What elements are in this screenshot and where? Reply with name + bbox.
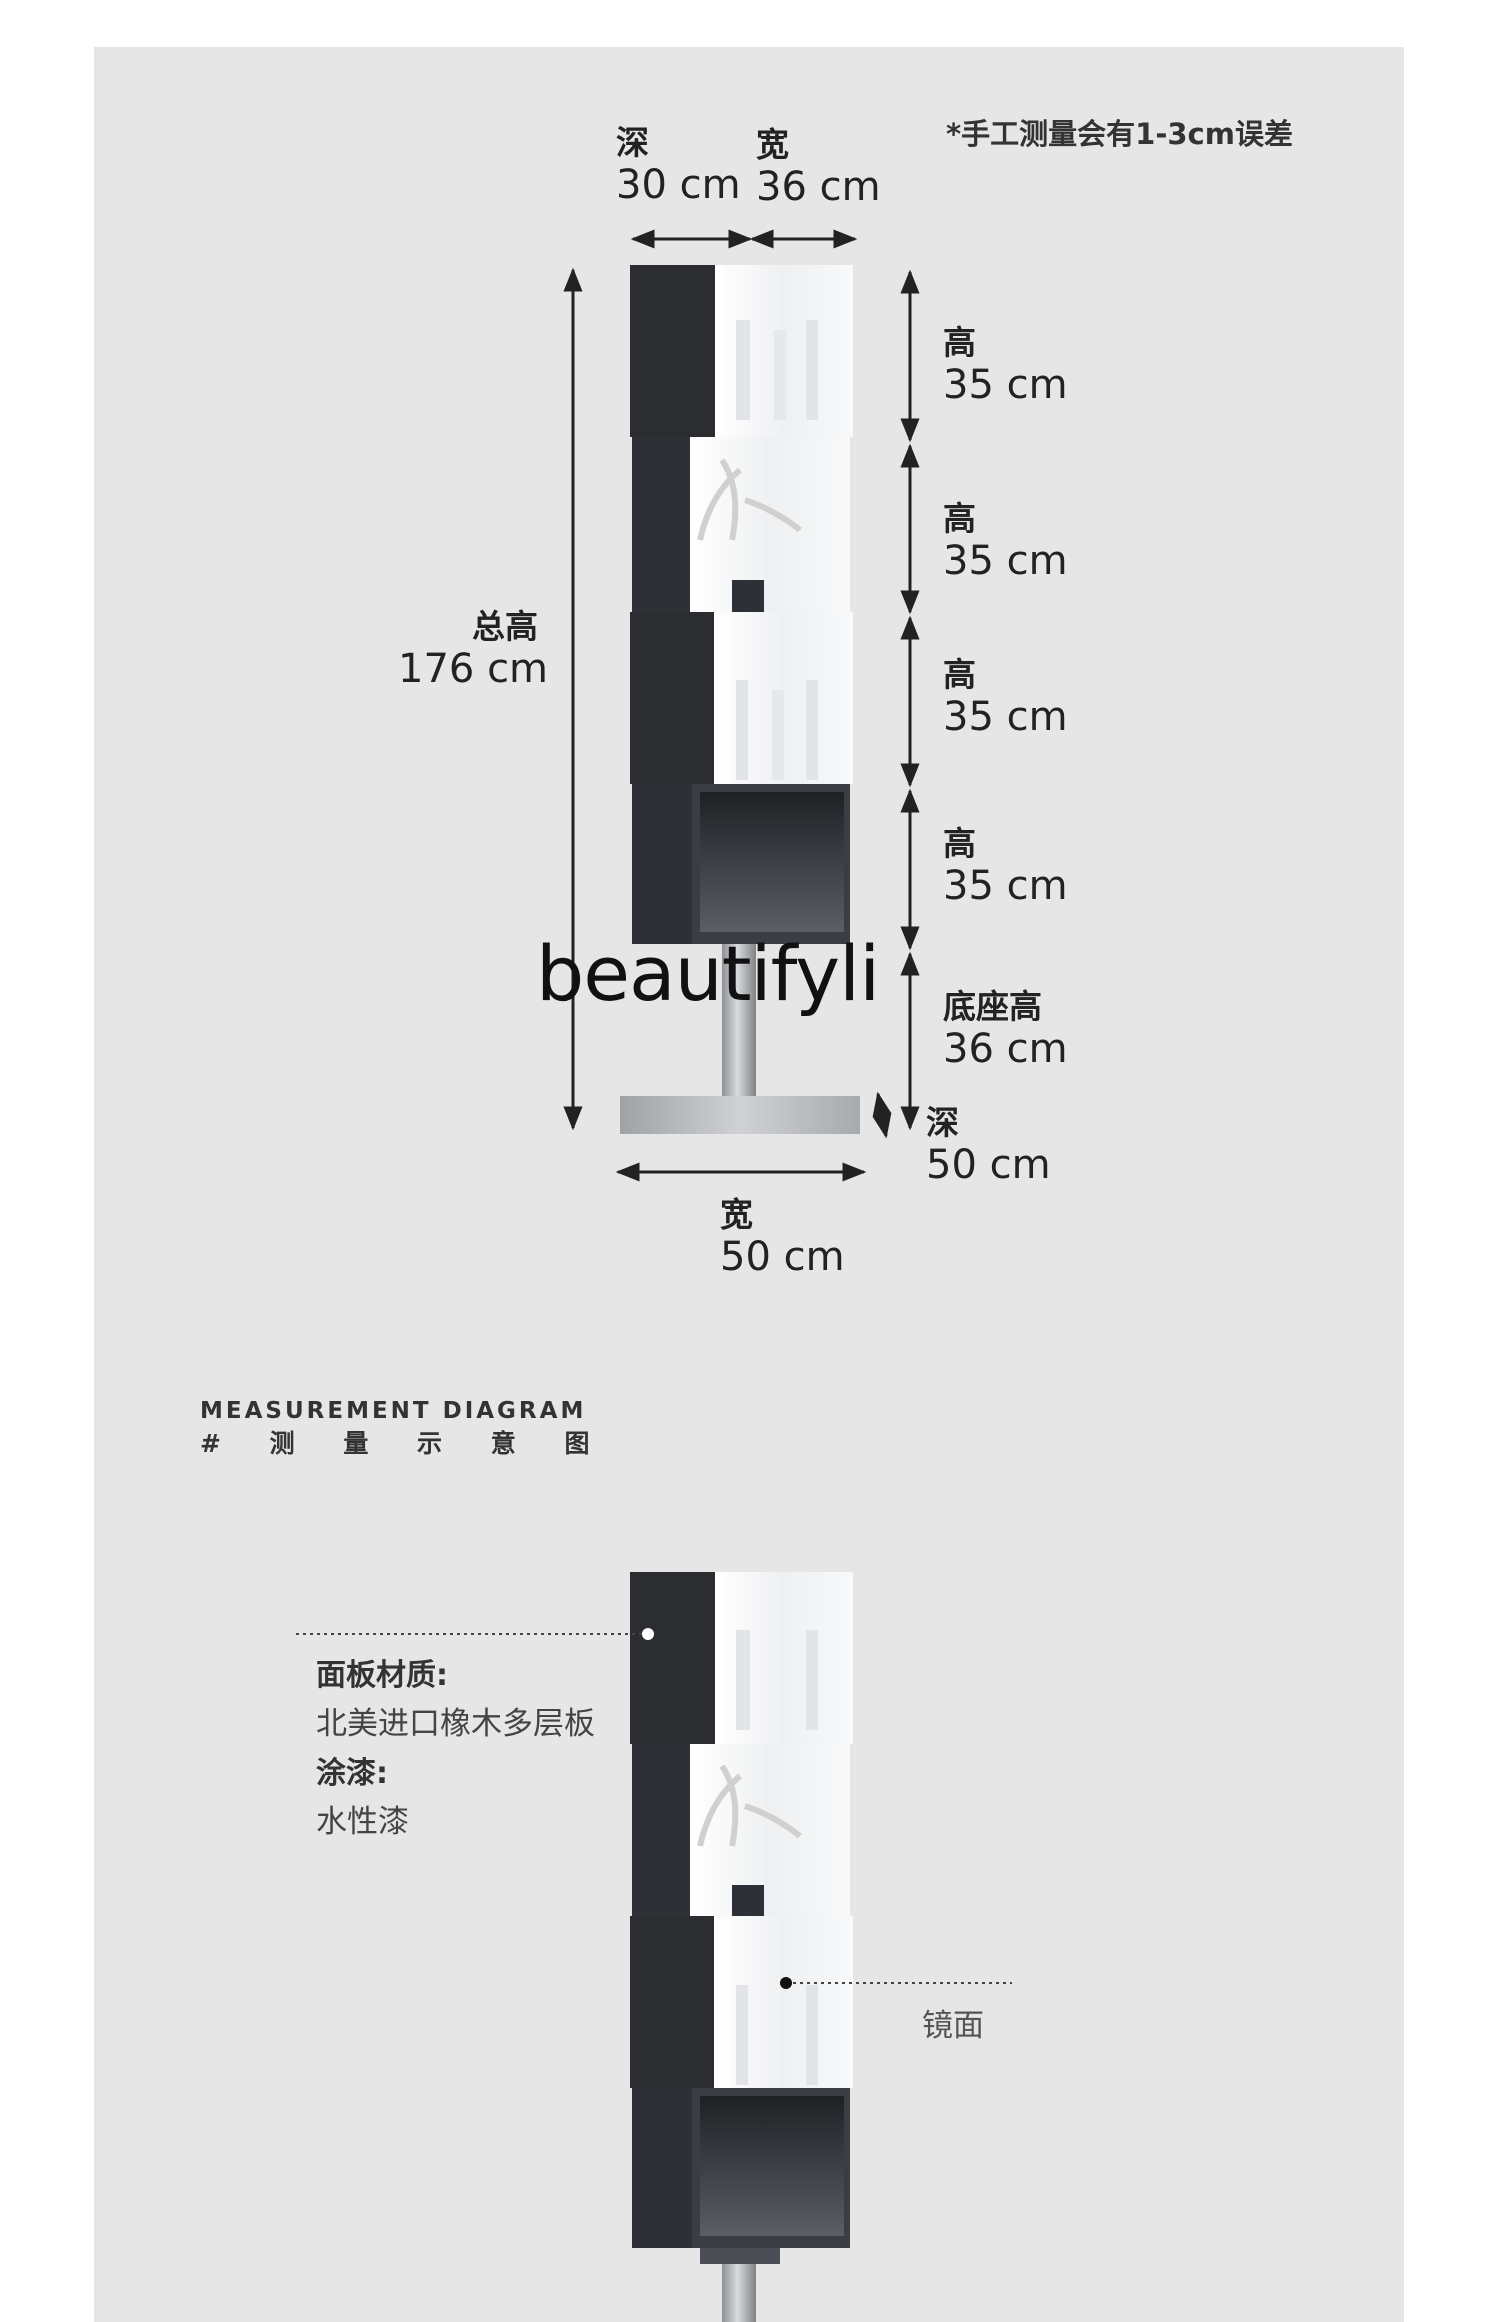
tier-3-height-key: 高 (943, 655, 976, 694)
tier-1 (630, 265, 853, 437)
base-depth-key: 深 (926, 1103, 959, 1142)
cabinet-top-view (620, 265, 860, 1134)
total-height-label: 总高 176 cm (398, 607, 549, 692)
tier-3 (630, 612, 853, 784)
top-depth-value: 30 cm (616, 161, 741, 208)
base-width-label: 宽 50 cm (720, 1196, 845, 1280)
base-plate (620, 1096, 860, 1134)
top-width-label: 宽 36 cm (756, 126, 881, 210)
tier-2-height-key: 高 (943, 499, 976, 538)
callout-mirror (780, 1977, 1012, 1989)
tier-1-height-label: 高 35 cm (943, 324, 1068, 408)
total-height-value: 176 cm (398, 645, 549, 692)
paint-label: 涂漆: (316, 1756, 388, 1791)
top-width-value: 36 cm (756, 163, 881, 210)
tier-2-height-value: 35 cm (943, 537, 1068, 584)
tier-2-height-label: 高 35 cm (943, 500, 1068, 584)
panel-material-value: 北美进口橡木多层板 (316, 1706, 595, 1742)
base-height-value: 36 cm (943, 1025, 1068, 1072)
base-height-label: 底座高 36 cm (943, 988, 1068, 1072)
total-height-key: 总高 (472, 607, 538, 646)
base-depth-label: 深 50 cm (926, 1104, 1051, 1188)
callout-panel (296, 1628, 654, 1640)
tier-4-height-label: 高 35 cm (943, 825, 1068, 909)
mirror-label: 镜面 (922, 2008, 984, 2044)
tier-3-height-value: 35 cm (943, 693, 1068, 740)
diagram-heading-english: MEASUREMENT DIAGRAM (200, 1398, 587, 1424)
tier-2 (632, 437, 850, 612)
dimension-lines (563, 229, 920, 1182)
tier-3-height-label: 高 35 cm (943, 656, 1068, 740)
base-width-key: 宽 (720, 1195, 753, 1234)
tier-4-height-key: 高 (943, 824, 976, 863)
top-depth-label: 深 30 cm (616, 124, 741, 208)
measurement-note: *手工测量会有1-3cm误差 (946, 117, 1293, 151)
base-width-value: 50 cm (720, 1233, 845, 1280)
base-depth-value: 50 cm (926, 1141, 1051, 1188)
base-height-key: 底座高 (943, 987, 1042, 1026)
top-width-key: 宽 (756, 125, 789, 164)
tier-1-height-value: 35 cm (943, 361, 1068, 408)
tier-1-height-key: 高 (943, 323, 976, 362)
panel-material-label: 面板材质: (316, 1658, 448, 1693)
tier-4-height-value: 35 cm (943, 862, 1068, 909)
top-depth-key: 深 (616, 123, 649, 162)
paint-value: 水性漆 (316, 1804, 409, 1840)
tier-4 (632, 784, 850, 944)
diagram-heading-chinese: # 测 量 示 意 图 (200, 1429, 610, 1458)
cabinet-material-view (630, 1572, 853, 2322)
watermark-text: beautifyli (536, 929, 880, 1018)
